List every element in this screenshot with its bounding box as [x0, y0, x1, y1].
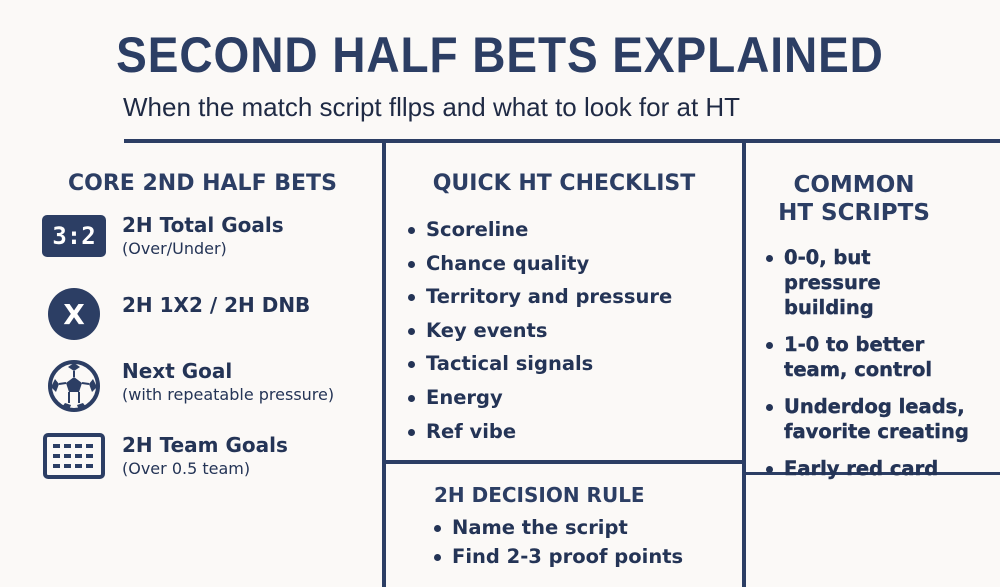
script-item: 0-0, but pressure building: [764, 245, 964, 320]
page-title: SECOND HALF BETS EXPLAINED: [116, 27, 884, 83]
bet-title: 2H Team Goals: [122, 433, 288, 457]
bet-item-1x2-dnb: X 2H 1X2 / 2H DNB: [42, 288, 311, 340]
decision-rule-item: Find 2-3 proof points: [432, 542, 683, 571]
checklist-list: Scoreline Chance quality Territory and p…: [406, 213, 672, 448]
bet-subtitle: (Over/Under): [122, 239, 227, 258]
soccer-ball-icon: [42, 358, 106, 414]
scripts-divider: [746, 472, 1000, 475]
bet-item-next-goal: Next Goal (with repeatable pressure): [42, 358, 334, 414]
checklist-item: Energy: [406, 381, 672, 415]
bet-title: 2H 1X2 / 2H DNB: [122, 293, 311, 317]
script-item: 1-0 to better team, control: [764, 332, 989, 382]
scoreboard-icon-text: 3:2: [42, 215, 106, 257]
checklist-item: Scoreline: [406, 213, 672, 247]
checklist-item: Territory and pressure: [406, 280, 672, 314]
checklist-heading: QUICK HT CHECKLIST: [432, 171, 696, 196]
x-circle-icon-text: X: [48, 288, 100, 340]
checklist-divider: [386, 460, 742, 464]
scripts-heading-line2: HT SCRIPTS: [778, 200, 930, 226]
bet-subtitle: (with repeatable pressure): [122, 385, 335, 404]
checklist-item: Key events: [406, 314, 672, 348]
scoreboard-icon: 3:2: [42, 212, 106, 260]
bet-title: 2H Total Goals: [122, 213, 284, 237]
core-bets-heading: CORE 2ND HALF BETS: [68, 171, 337, 196]
grid-table-icon: [42, 432, 106, 480]
page-subtitle: When the match script fllps and what to …: [123, 92, 741, 122]
scripts-heading-line1: COMMON: [793, 172, 915, 198]
checklist-item: Tactical signals: [406, 347, 672, 381]
decision-rule-list: Name the script Find 2-3 proof points: [432, 513, 683, 571]
decision-rule-item: Name the script: [432, 513, 683, 542]
bet-item-team-goals: 2H Team Goals (Over 0.5 team): [42, 432, 288, 480]
bet-item-total-goals: 3:2 2H Total Goals (Over/Under): [42, 212, 284, 260]
bet-subtitle: (Over 0.5 team): [122, 459, 251, 478]
header-divider: [124, 139, 1000, 143]
column-divider-left: [382, 141, 386, 587]
checklist-item: Ref vibe: [406, 415, 672, 449]
scripts-heading: COMMON HT SCRIPTS: [746, 171, 962, 227]
checklist-item: Chance quality: [406, 247, 672, 281]
decision-rule-heading: 2H DECISION RULE: [434, 483, 645, 507]
script-item: Underdog leads, favorite creating: [764, 394, 974, 444]
scripts-list: 0-0, but pressure building 1-0 to better…: [764, 245, 994, 493]
x-circle-icon: X: [42, 288, 106, 340]
script-item: Early red card: [764, 456, 994, 481]
bet-title: Next Goal: [122, 359, 233, 383]
column-divider-right: [742, 141, 746, 587]
